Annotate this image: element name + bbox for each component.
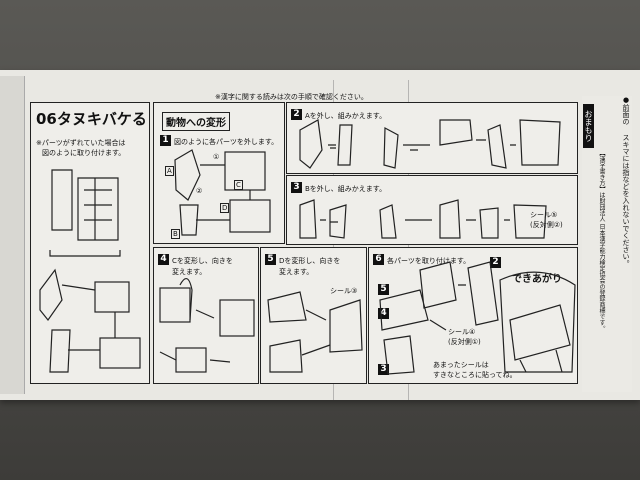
- robot-part-sketch: [39, 268, 71, 373]
- seal-label: (反対側①): [448, 338, 481, 346]
- step-text: 図のように各パーツを外します。: [174, 138, 279, 146]
- part-label: A: [165, 166, 174, 176]
- bottom-note: あまったシールは: [433, 361, 489, 369]
- right-column-text: スキマには指などを入れないでください。: [622, 134, 630, 267]
- step-text: 変えます。: [279, 268, 314, 276]
- callout-number: 2: [490, 257, 501, 268]
- seal-label: シール⑤: [530, 211, 558, 219]
- step-6-panel: [368, 247, 578, 384]
- seal-label: シール④: [448, 328, 476, 336]
- folded-flap: [0, 76, 25, 394]
- step-number: 2: [291, 109, 302, 120]
- left-note: 図のように取り付けます。: [42, 149, 126, 157]
- left-panel: [30, 102, 150, 384]
- callout-number: 4: [378, 308, 389, 319]
- right-tab: おまもり: [583, 104, 594, 148]
- seal-label: (反対側②): [530, 221, 563, 229]
- step-text: Cを変形し、向きを: [172, 257, 233, 265]
- step-number: 6: [373, 254, 384, 265]
- step-3-panel: [286, 175, 578, 245]
- step-text: Dを変形し、向きを: [279, 257, 341, 265]
- section-title: 動物への変形: [162, 112, 230, 131]
- step-number: 5: [265, 254, 276, 265]
- circled-number: ②: [196, 187, 203, 195]
- step-text: 各パーツを取り付けます。: [387, 257, 471, 265]
- body-part-sketch: [99, 337, 141, 369]
- seal-label: シール③: [330, 287, 358, 295]
- step-2-panel: [286, 102, 578, 174]
- bottom-note: すきなところに貼ってね。: [433, 371, 517, 379]
- part-label: D: [220, 203, 230, 213]
- kanji-shape: [51, 169, 119, 241]
- step-text: Aを外し、組みかえます。: [305, 112, 387, 120]
- part-label: B: [171, 229, 180, 239]
- right-column-text: 【漢字書き方】は財団法人 日本漢字能力検定協会の登録商標です。: [598, 150, 605, 332]
- callout-number: 5: [378, 284, 389, 295]
- step-text: 変えます。: [172, 268, 207, 276]
- step-number: 1: [160, 135, 171, 146]
- step-number: 4: [158, 254, 169, 265]
- right-column-text: ●前面の: [622, 96, 630, 125]
- notice-text: ※漢字に関する読みは次の手順で確認ください。: [215, 93, 368, 101]
- step-number: 3: [291, 182, 302, 193]
- page-title: 06タヌキバケる: [36, 110, 147, 128]
- left-note: ※パーツがずれていた場合は: [36, 139, 126, 147]
- complete-callout-bubble: [499, 271, 576, 373]
- step-text: Bを外し、組みかえます。: [305, 185, 387, 193]
- complete-label: できあがり: [512, 274, 562, 285]
- callout-number: 3: [378, 364, 389, 375]
- step-5-panel: [260, 247, 367, 384]
- circled-number: ①: [213, 153, 220, 161]
- head-part-sketch: [94, 281, 130, 313]
